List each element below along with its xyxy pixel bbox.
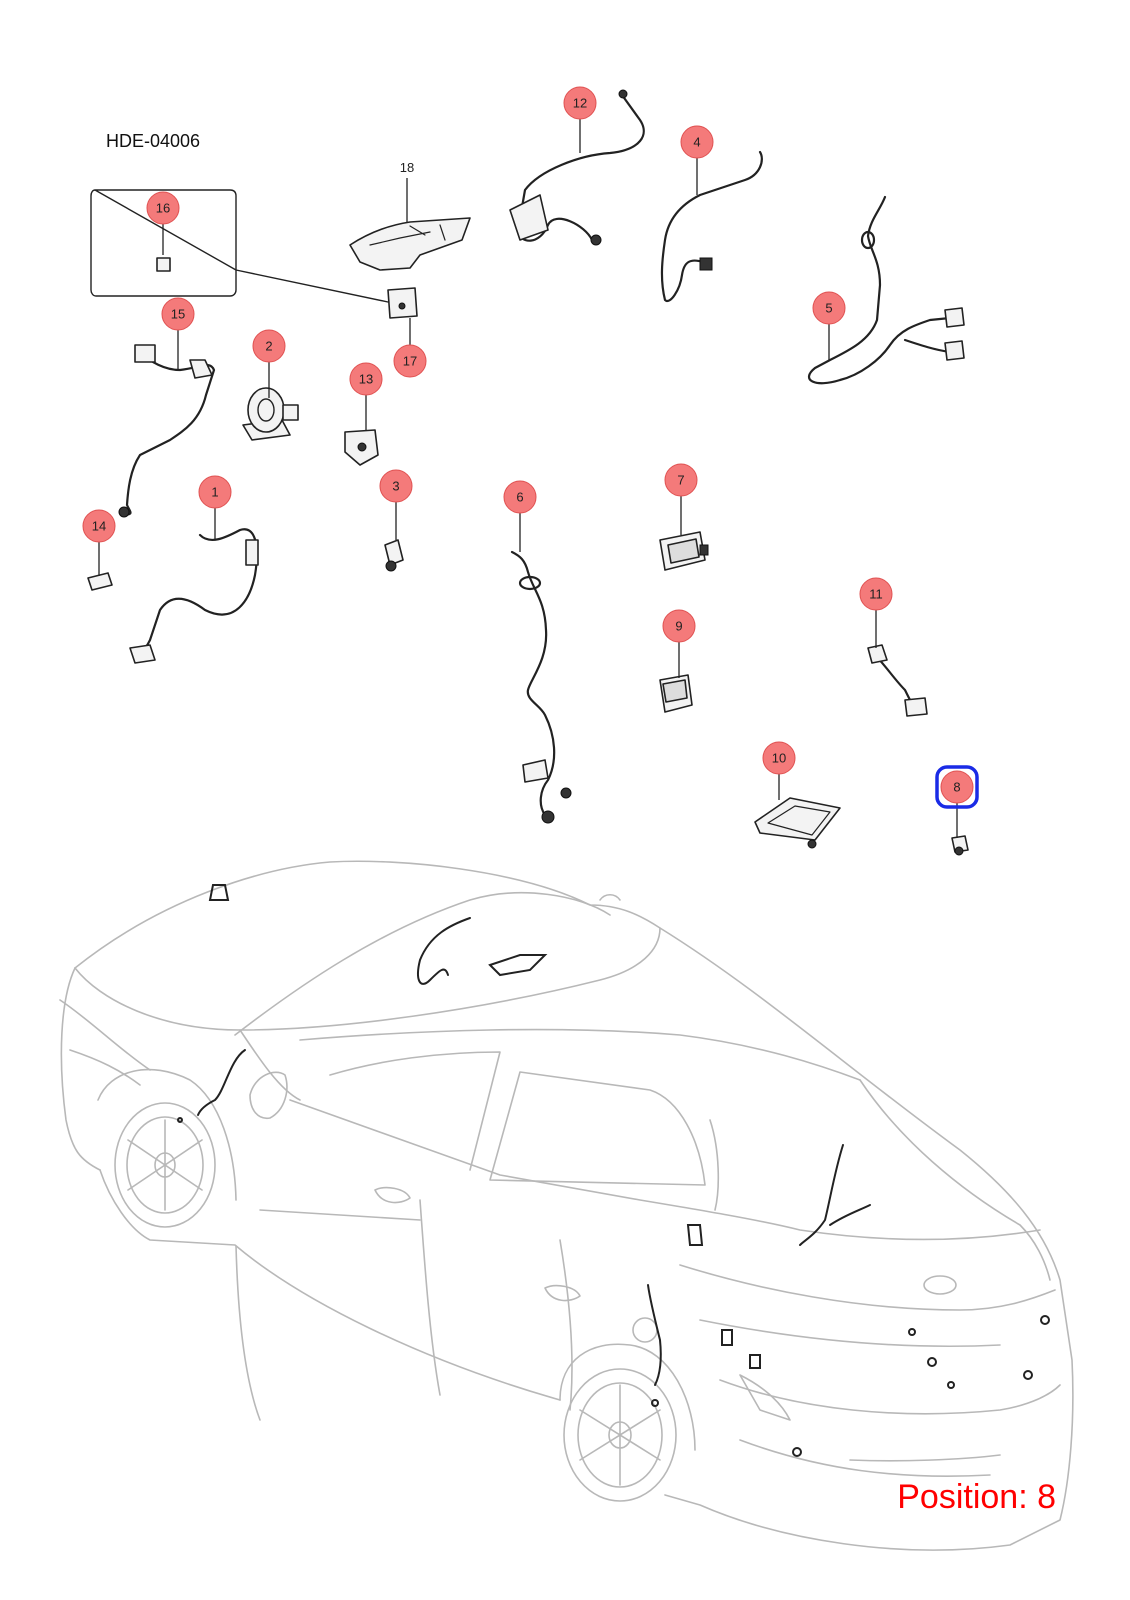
callout-label: 12: [573, 96, 587, 111]
callout-12[interactable]: 12: [563, 86, 597, 120]
diagram-code: HDE-04006: [106, 131, 201, 151]
callout-label: 7: [677, 473, 684, 488]
plain-label: 18: [400, 160, 414, 175]
callout-15[interactable]: 15: [161, 297, 195, 331]
callout-label: 11: [869, 587, 883, 602]
car-mounted-parts: [177, 884, 1050, 1457]
callout-label: 1: [211, 485, 218, 500]
callout-17[interactable]: 17: [393, 344, 427, 378]
callout-3[interactable]: 3: [379, 469, 413, 503]
callout-14[interactable]: 14: [82, 509, 116, 543]
callout-8[interactable]: 8: [935, 765, 979, 809]
callout-label: 16: [156, 201, 170, 216]
plain-label-18: 18: [400, 160, 414, 175]
callout-2[interactable]: 2: [252, 329, 286, 363]
callout-13[interactable]: 13: [349, 362, 383, 396]
highlight-box: [935, 765, 979, 809]
callout-label: 2: [265, 339, 272, 354]
callout-6[interactable]: 6: [503, 480, 537, 514]
callout-label: 4: [693, 135, 700, 150]
position-label: Position: 8: [897, 1478, 1056, 1516]
callout-1[interactable]: 1: [198, 475, 232, 509]
callout-label: 3: [392, 479, 399, 494]
callout-label: 13: [359, 372, 373, 387]
callout-7[interactable]: 7: [664, 463, 698, 497]
callout-label: 14: [92, 519, 106, 534]
callout-label: 5: [825, 301, 832, 316]
exploded-parts: [87, 89, 969, 856]
callout-label: 10: [772, 751, 786, 766]
car-outline: [59, 860, 1074, 1551]
callout-label: 6: [516, 490, 523, 505]
callout-label: 15: [171, 307, 185, 322]
callout-16[interactable]: 16: [146, 191, 180, 225]
callout-label: 9: [675, 619, 682, 634]
callout-5[interactable]: 5: [812, 291, 846, 325]
callout-label: 17: [403, 354, 417, 369]
callout-label: 8: [953, 780, 960, 795]
leader-lines: [98, 117, 958, 838]
callout-9[interactable]: 9: [662, 609, 696, 643]
callout-4[interactable]: 4: [680, 125, 714, 159]
callout-10[interactable]: 10: [762, 741, 796, 775]
callout-11[interactable]: 11: [859, 577, 893, 611]
